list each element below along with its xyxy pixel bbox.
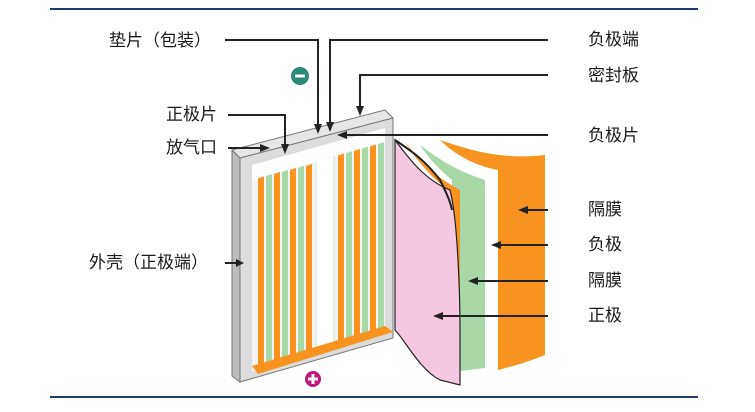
label-separator-2: 隔膜 [588,271,622,291]
label-positive-electrode: 正极 [588,306,622,326]
label-negative-terminal: 负极端 [588,30,639,50]
leader-arrowheads [236,106,528,320]
top-white-band [252,128,385,180]
label-positive-tab: 正极片 [166,105,217,125]
bottom-rule [50,396,698,398]
label-negative-electrode: 负极 [588,235,622,255]
pink-positive-sheet [394,138,461,386]
orange-back-sheet [440,140,545,370]
bottom-orange-band [252,326,393,374]
label-seal-plate: 密封板 [588,66,639,86]
minus-sign-icon [295,74,305,78]
label-casing: 外壳（正极端） [89,253,208,273]
label-gasket: 垫片（包装） [109,31,211,51]
plus-sign-v [311,374,315,384]
label-negative-tab: 负极片 [588,126,639,146]
top-rule [50,8,698,10]
electrode-stripes [258,142,384,370]
leader-lines [225,39,548,317]
sheet-edge-line [394,139,453,211]
label-separator-1: 隔膜 [588,200,622,220]
label-vent: 放气口 [166,138,217,158]
